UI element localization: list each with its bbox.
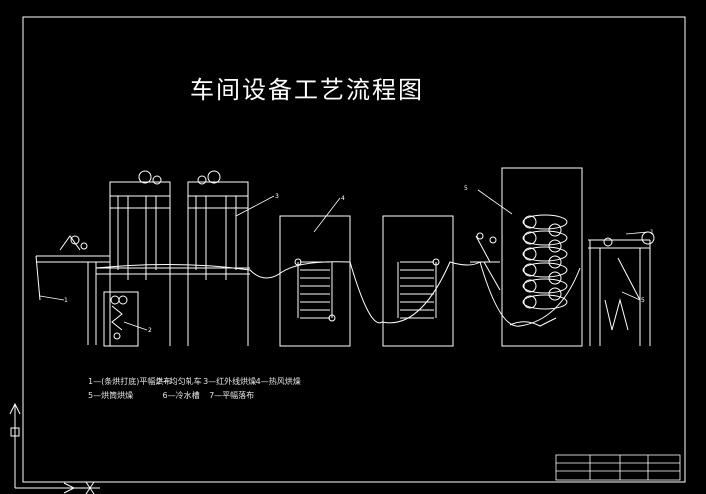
drawing-frame [22, 16, 686, 483]
legend-item: 5—烘筒烘燥 [88, 391, 134, 400]
callout-3: 3 [275, 193, 279, 200]
legend-row-1: 1—(条烘打底)平幅烘布 2—均匀轧车 3—红外线烘燥 4—热风烘燥 [88, 376, 301, 387]
fabric-path [95, 261, 581, 327]
hot-air-dryer [382, 215, 454, 347]
callout-5: 5 [464, 185, 468, 192]
callout-1-left: 1 [64, 297, 68, 304]
title-block [555, 454, 681, 481]
legend-item: 3—红外线烘燥 [203, 377, 257, 386]
legend-item: 4—热风烘燥 [255, 377, 301, 386]
infrared-dryer-1 [279, 215, 351, 347]
legend-row-2: 5—烘筒烘燥 6—冷水槽 7—平幅落布 [88, 390, 254, 401]
callout-5-right: 5 [641, 297, 645, 304]
padder-frames [96, 170, 250, 346]
legend-item: 2—均匀轧车 [156, 377, 202, 386]
legend-item: 1—(条烘打底)平幅烘布 [88, 377, 172, 386]
ucs-axis-icon [9, 402, 100, 494]
callout-2: 2 [148, 327, 152, 334]
cylinder-dryer [501, 167, 583, 347]
diagram-title: 车间设备工艺流程图 [190, 76, 424, 104]
legend-item: 6—冷水槽 [162, 391, 200, 400]
callout-1-right: 1 [650, 229, 654, 236]
legend-item: 7—平幅落布 [209, 391, 255, 400]
callout-leaders [39, 189, 649, 331]
entry-feed-unit [35, 235, 139, 347]
cooling-batching-unit [588, 231, 655, 346]
callout-4: 4 [341, 195, 345, 202]
transfer-stand [470, 232, 501, 291]
